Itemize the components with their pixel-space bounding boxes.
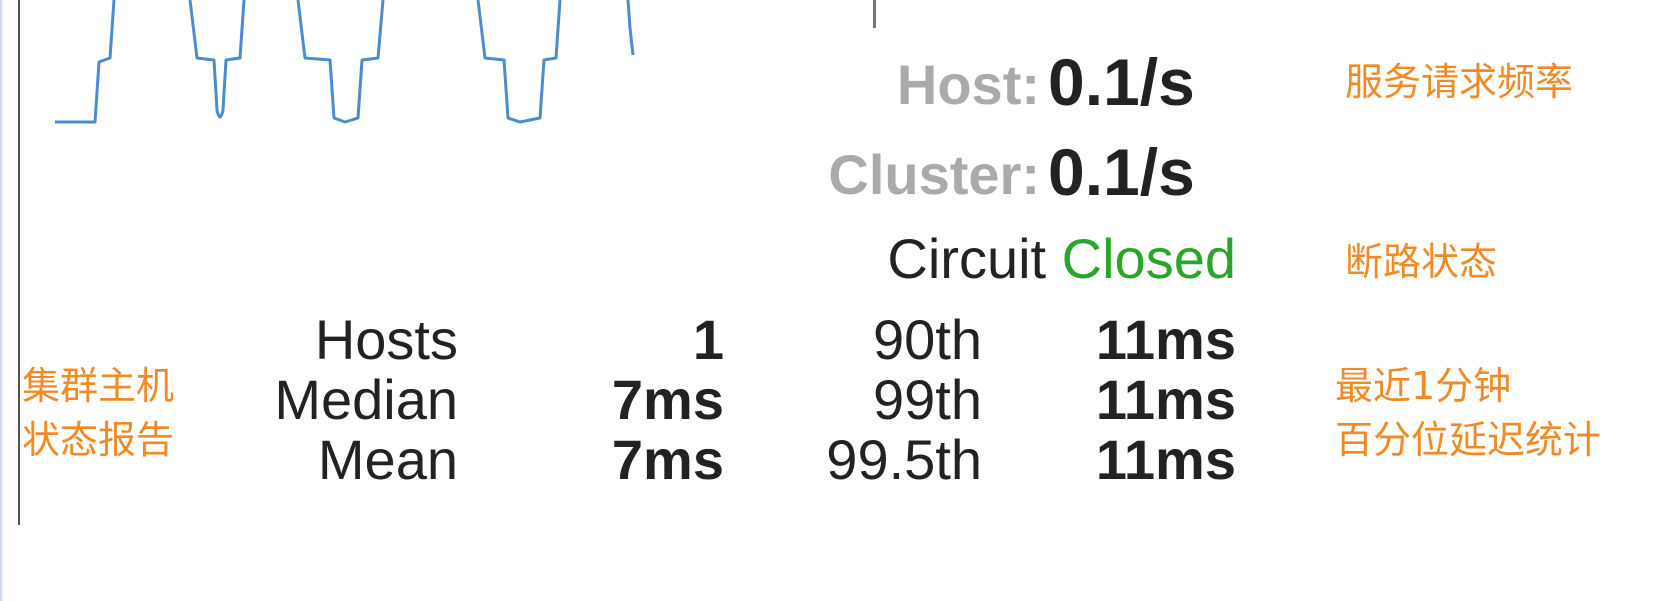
cluster-rate-label: Cluster:: [828, 143, 1040, 206]
annotation-request-rate: 服务请求频率: [1345, 60, 1574, 104]
stat-value-median: 7ms: [611, 368, 724, 431]
request-rate-sparkline: [55, 0, 635, 124]
panel-left-border: [18, 0, 20, 525]
circuit-status: Circuit Closed: [887, 226, 1236, 291]
annotation-circuit-state: 断路状态: [1345, 240, 1498, 284]
annotation-cluster-report-line1: 集群主机: [22, 364, 175, 408]
circuit-state: Closed: [1061, 227, 1236, 290]
circuit-label: Circuit: [887, 227, 1047, 290]
annotation-cluster-report-line2: 状态报告: [22, 418, 175, 462]
panel-divider-tick: [873, 0, 876, 28]
percentile-label-99-5: 99.5th: [826, 428, 982, 491]
percentile-value-99: 11ms: [1095, 368, 1236, 431]
host-rate-label: Host:: [896, 53, 1040, 116]
sparkline-path: [55, 0, 635, 124]
percentile-label-99: 99th: [873, 368, 982, 431]
stat-value-hosts: 1: [692, 308, 724, 371]
annotation-latency-line2: 百分位延迟统计: [1335, 418, 1602, 462]
percentile-value-99-5: 11ms: [1095, 428, 1236, 491]
annotation-latency-line1: 最近1分钟: [1335, 364, 1512, 408]
percentile-label-90: 90th: [873, 308, 982, 371]
stat-value-mean: 7ms: [611, 428, 724, 491]
percentile-value-90: 11ms: [1095, 308, 1236, 371]
stat-label-hosts: Hosts: [314, 308, 458, 371]
window-left-edge: [0, 0, 3, 601]
stat-label-mean: Mean: [317, 428, 458, 491]
cluster-rate-value: 0.1/s: [1048, 135, 1195, 209]
host-rate-value: 0.1/s: [1048, 45, 1195, 119]
stat-label-median: Median: [274, 368, 458, 431]
